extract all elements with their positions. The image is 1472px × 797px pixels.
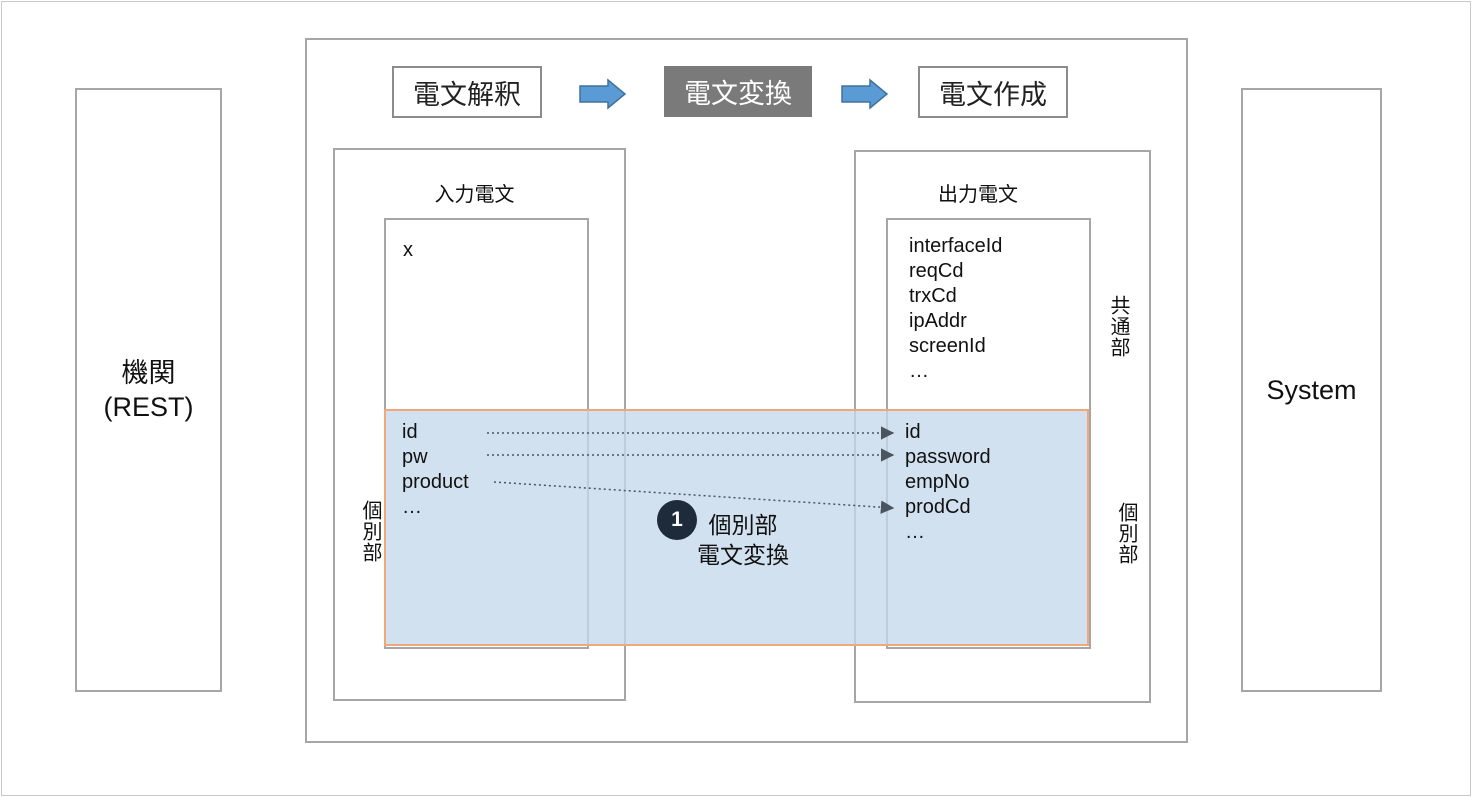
flow-arrow-icon (579, 78, 627, 110)
right-system-name: System (1266, 375, 1357, 405)
output-common-fields: interfaceId reqCd trxCd ipAddr screenId … (909, 234, 1002, 384)
input-field-ellipsis: … (402, 496, 422, 518)
output-field-password: password (905, 446, 991, 468)
left-system-name: 機関 (121, 358, 176, 388)
output-individual-label: 個別部 (1115, 502, 1137, 565)
step-create: 電文作成 (918, 66, 1068, 118)
step-convert: 電文変換 (664, 66, 812, 117)
individual-section-band (384, 409, 1089, 646)
output-field-ellipsis-2: … (905, 521, 925, 543)
mapping-step-caption: 個別部 電文変換 (688, 510, 798, 570)
step-number-badge: 1 (657, 500, 697, 540)
input-field-id: id (402, 421, 418, 443)
input-common-fields: x (403, 238, 413, 263)
output-field-screenid: screenId (909, 335, 986, 357)
input-message-title: 入力電文 (434, 184, 515, 206)
output-field-trxcd: trxCd (909, 285, 957, 307)
output-field-ipaddr: ipAddr (909, 310, 967, 332)
output-common-label: 共通部 (1107, 295, 1129, 358)
input-individual-fields: id pw product … (402, 420, 469, 520)
output-message-title: 出力電文 (938, 184, 1018, 206)
input-field-pw: pw (402, 446, 428, 468)
right-system-box: System (1241, 88, 1382, 692)
output-field-prodcd: prodCd (905, 496, 971, 518)
mapping-step-line1: 個別部 (708, 512, 778, 538)
input-common-field: x (403, 239, 413, 261)
output-field-ellipsis: … (909, 360, 929, 382)
output-field-reqcd: reqCd (909, 260, 964, 282)
mapping-step-line2: 電文変換 (697, 542, 789, 568)
output-field-id: id (905, 421, 921, 443)
input-individual-label: 個別部 (359, 500, 381, 563)
output-field-interfaceid: interfaceId (909, 235, 1003, 257)
step-parse: 電文解釈 (392, 66, 542, 118)
mapping-arrow-product (493, 481, 895, 514)
flow-arrow-icon (841, 78, 889, 110)
processing-box (305, 38, 1188, 743)
input-field-product: product (402, 471, 469, 493)
left-system-box: 機関 (REST) (75, 88, 222, 692)
output-field-empno: empNo (905, 471, 970, 493)
output-individual-fields: id password empNo prodCd … (905, 420, 991, 545)
left-system-protocol: (REST) (103, 392, 194, 422)
